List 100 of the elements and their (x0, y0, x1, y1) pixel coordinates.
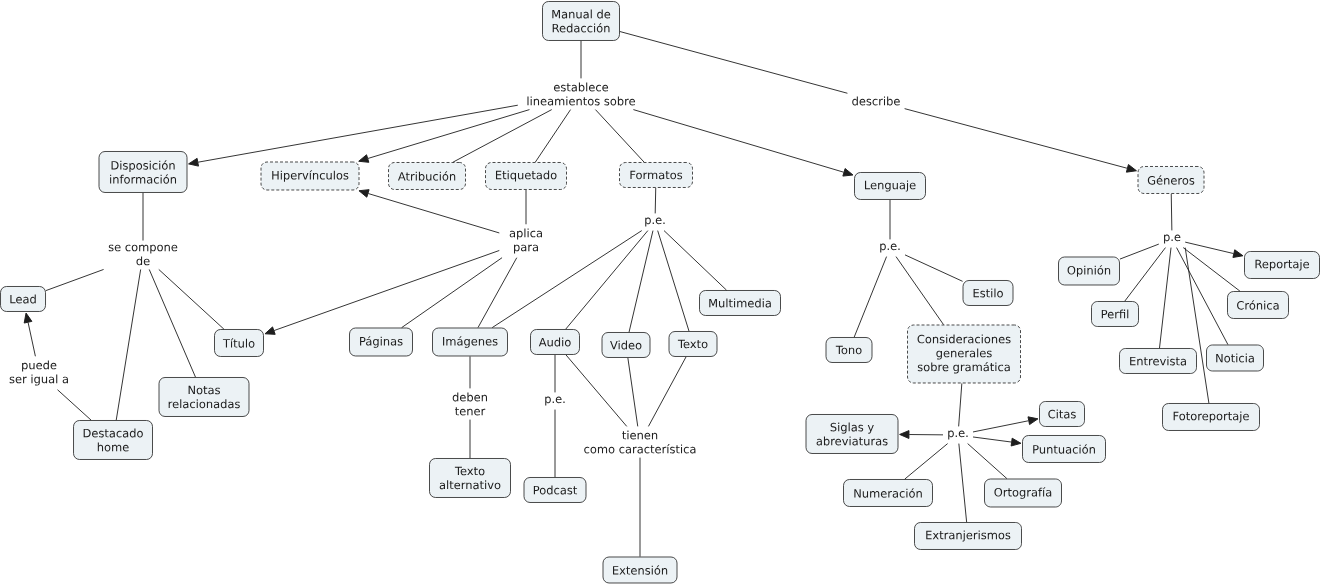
linking-phrase: p.e. (880, 243, 900, 253)
linking-phrase: p.e. (545, 396, 565, 406)
linking-phrase: p.e. (948, 430, 968, 440)
linking-phrase: deben tener (452, 392, 487, 416)
connector-line (477, 257, 518, 329)
arrow (358, 189, 500, 234)
concept-box: Destacado home (73, 420, 153, 460)
connector-line (148, 269, 196, 378)
concept-box: Imágenes (432, 327, 508, 357)
concept-box: Puntuación (1022, 435, 1106, 463)
connector-line (619, 31, 848, 94)
connector-line (1159, 247, 1172, 349)
concept-box: Entrevista (1119, 348, 1197, 374)
linking-phrase: establece lineamientos sobre (527, 82, 635, 106)
linking-phrase: p.e. (645, 217, 665, 227)
concept-box: Reportaje (1244, 251, 1320, 279)
connector-line (627, 357, 639, 427)
connector-line (1176, 247, 1229, 346)
connector-line (45, 269, 105, 292)
concept-box: Estilo (962, 280, 1014, 306)
connector-line (904, 443, 949, 480)
concept-box: Consideraciones generales sobre gramática (907, 324, 1021, 384)
connector-line (895, 256, 944, 326)
connector-line (889, 199, 891, 240)
concept-box: Lenguaje (854, 172, 926, 200)
connector-line (158, 269, 225, 330)
connector-line (554, 354, 556, 393)
arrow (899, 430, 944, 439)
concept-box: Páginas (349, 327, 413, 357)
arrow (972, 416, 1039, 433)
concept-box: Crónica (1227, 291, 1289, 319)
connector-line (1124, 247, 1166, 302)
connector-line (491, 230, 643, 329)
concept-box: Video (601, 332, 651, 358)
connector-line (663, 230, 727, 291)
connector-line (469, 355, 471, 389)
connector-line (904, 254, 964, 282)
concept-box: Citas (1039, 401, 1085, 427)
connector-line (57, 389, 92, 421)
concept-box: Géneros (1137, 166, 1205, 194)
concept-box: Lead (0, 286, 46, 312)
connector-line (958, 443, 968, 523)
connector-line (1184, 247, 1210, 404)
linking-phrase: tienen como característica (584, 430, 696, 454)
connector-line (654, 187, 657, 214)
connector-line (1182, 247, 1241, 292)
concept-box: Formatos (619, 162, 693, 188)
arrow (1184, 241, 1244, 258)
concept-box: Noticia (1206, 344, 1264, 372)
concept-box: Disposición información (98, 151, 188, 193)
concept-box: Fotoreportaje (1162, 403, 1260, 431)
linking-phrase: se compone de (108, 244, 178, 266)
linking-phrase: aplica para (509, 228, 542, 254)
connector-line (469, 419, 471, 459)
connector-line (853, 256, 887, 338)
arrow (632, 109, 854, 177)
connector-line (115, 269, 142, 421)
connector-line (639, 457, 641, 558)
arrow (23, 312, 36, 357)
connector-line (958, 382, 963, 427)
concept-box: Notas relacionadas (158, 377, 250, 417)
connector-line (1170, 193, 1173, 231)
concept-box: Audio (530, 329, 580, 355)
concept-box: Siglas y abreviaturas (805, 414, 899, 454)
connector-line (565, 230, 649, 330)
connector-line (565, 354, 628, 427)
concept-box: Extranjerismos (914, 522, 1022, 550)
linking-phrase: puede ser igual a (9, 360, 68, 386)
connector-line (580, 40, 582, 79)
concept-box: Tono (825, 337, 873, 363)
concept-box: Atribución (388, 162, 466, 190)
concept-box: Perfil (1091, 301, 1139, 327)
linking-phrase: describe (852, 96, 900, 106)
connector-line (525, 189, 527, 225)
connector-line (657, 230, 690, 332)
concept-box: Multimedia (699, 290, 781, 316)
connector-line (595, 109, 645, 163)
linking-phrase: p.e (1164, 234, 1181, 244)
concept-box: Etiquetado (485, 162, 567, 190)
connector-line (967, 443, 1008, 480)
connector-line (1119, 243, 1160, 260)
concept-box: Hipervínculos (260, 161, 360, 191)
connector-line (534, 109, 571, 163)
concept-box: Extensión (602, 556, 678, 584)
concept-box: Título (214, 329, 264, 357)
concept-box: Ortografía (984, 478, 1062, 508)
concept-box: Manual de Redacción (542, 1, 620, 41)
connector-line (554, 409, 556, 478)
concept-box: Podcast (523, 477, 587, 503)
connector-line (648, 356, 687, 427)
connector-line (452, 109, 553, 163)
arrow (264, 250, 500, 335)
connector-line (628, 230, 654, 333)
connector-line (401, 257, 503, 329)
arrow (972, 436, 1022, 447)
arrow (904, 108, 1137, 173)
concept-box: Numeración (843, 479, 933, 507)
connector-line (142, 192, 144, 241)
arrow (188, 104, 519, 167)
concept-box: Texto alternativo (429, 458, 511, 498)
